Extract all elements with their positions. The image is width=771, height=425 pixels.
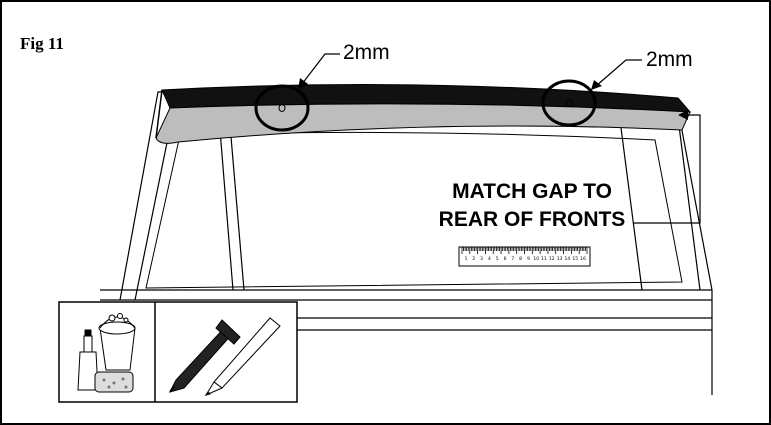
callout-leader-left (301, 53, 340, 85)
ruler-number: 6 (504, 256, 507, 262)
clip-hole-right (565, 99, 573, 107)
instruction-line-2: REAR OF FRONTS (438, 208, 626, 231)
clip-circle-right (541, 79, 597, 127)
ruler-number: 7 (511, 256, 514, 262)
ruler-number: 8 (519, 256, 522, 262)
ruler-number: 9 (527, 256, 530, 262)
ruler-number: 4 (488, 256, 491, 262)
instruction-note: MATCH GAP TO REAR OF FRONTS (382, 178, 682, 234)
gap-callout-right: 2mm (646, 48, 693, 71)
wind-deflector (155, 84, 692, 144)
ruler-number: 2 (472, 256, 475, 262)
callout-arrowhead-left (298, 78, 308, 90)
gap-arrowhead (678, 110, 688, 120)
pencil-icon (204, 317, 281, 397)
ruler-number: 14 (565, 256, 571, 262)
ruler-number: 11 (541, 256, 547, 262)
clip-circle-left (254, 84, 310, 132)
cleaning-supplies-icon (77, 313, 136, 393)
ruler-number: 13 (557, 256, 563, 262)
callout-arrowhead-right (591, 80, 602, 90)
ruler-number: 3 (480, 256, 483, 262)
ruler-number: 1 (465, 256, 468, 262)
figure-label: Fig 11 (20, 34, 64, 53)
ruler-number: 12 (549, 256, 555, 262)
ruler-number: 16 (580, 256, 586, 262)
instruction-line-1: MATCH GAP TO (452, 180, 612, 203)
callout-leader-right (595, 59, 642, 87)
ruler-number: 10 (533, 256, 539, 262)
clip-hole-left (278, 104, 286, 112)
ruler-number: 5 (496, 256, 499, 262)
marker-icon (169, 319, 241, 393)
gap-callout-left: 2mm (343, 41, 390, 64)
gap-bracket (633, 114, 701, 224)
ruler-ticks (461, 247, 588, 254)
ruler-number: 15 (572, 256, 578, 262)
